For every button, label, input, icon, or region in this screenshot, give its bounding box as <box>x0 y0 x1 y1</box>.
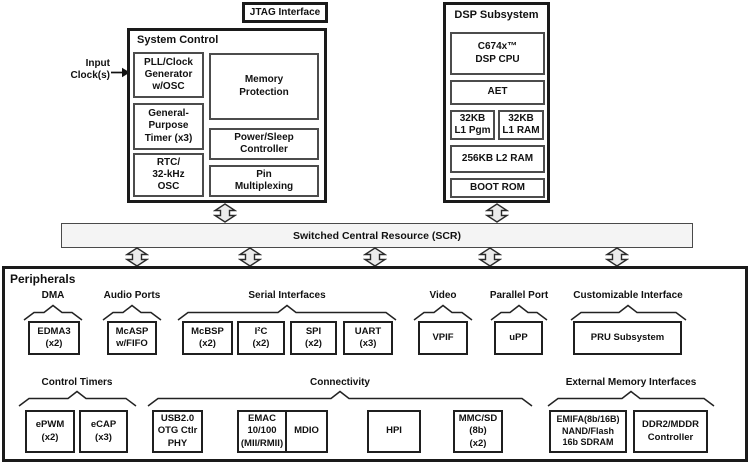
emac-box: EMAC 10/100 (MII/RMII) <box>237 410 287 453</box>
bidir-arrow-icon <box>363 247 387 267</box>
group-label-serial-interfaces: Serial Interfaces <box>248 290 326 301</box>
group-label-dma: DMA <box>41 290 65 301</box>
dsp-cpu-box: C674x™ DSP CPU <box>450 32 545 75</box>
hpi-box: HPI <box>367 410 421 453</box>
ecap-box: eCAP (x3) <box>79 410 128 453</box>
mcbsp-box: McBSP (x2) <box>182 321 233 355</box>
vpif-label: VPIF <box>432 331 454 343</box>
group-label-parallel-port: Parallel Port <box>489 290 549 301</box>
l2-ram-label: 256KB L2 RAM <box>461 152 534 164</box>
group-brace <box>177 304 397 321</box>
upp-box: uPP <box>494 321 543 355</box>
l2-ram-box: 256KB L2 RAM <box>450 145 545 173</box>
hpi-label: HPI <box>386 425 402 437</box>
input-clocks-label: Input Clock(s) <box>70 58 110 81</box>
input-clock-arrow-icon <box>111 67 130 78</box>
vpif-box: VPIF <box>418 321 468 355</box>
spi-label: SPI (x2) <box>305 325 322 349</box>
group-label-video: Video <box>429 290 457 301</box>
l1-pgm-label: 32KB L1 Pgm <box>454 112 491 136</box>
group-label-external-memory-interfaces: External Memory Interfaces <box>565 377 697 388</box>
boot-rom-box: BOOT ROM <box>450 178 545 198</box>
peripherals-box: Peripherals DMA Audio Ports Serial Inter… <box>2 266 748 462</box>
system-control-box: System Control PLL/Clock Generator w/OSC… <box>127 28 327 203</box>
spi-box: SPI (x2) <box>290 321 337 355</box>
peripherals-title: Peripherals <box>10 272 76 286</box>
memory-protection-box: Memory Protection <box>209 53 319 120</box>
aet-box: AET <box>450 80 545 105</box>
group-brace <box>490 304 548 321</box>
boot-rom-label: BOOT ROM <box>470 181 525 193</box>
edma3-box: EDMA3 (x2) <box>28 321 80 355</box>
system-control-title: System Control <box>137 34 219 46</box>
mcasp-label: McASP w/FIFO <box>115 325 149 349</box>
bidir-arrow-icon <box>125 247 149 267</box>
pin-multiplexing-box: Pin Multiplexing <box>209 165 319 197</box>
group-label-audio-ports: Audio Ports <box>103 290 161 301</box>
aet-label: AET <box>487 86 508 98</box>
i2c-label: I²C (x2) <box>252 325 270 349</box>
group-label-connectivity: Connectivity <box>309 377 370 388</box>
mdio-box: MDIO <box>285 410 328 453</box>
scr-label: Switched Central Resource (SCR) <box>292 229 462 242</box>
jtag-interface-label: JTAG Interface <box>249 7 321 18</box>
pll-clock-generator-label: PLL/Clock Generator w/OSC <box>144 56 193 93</box>
power-sleep-controller-box: Power/Sleep Controller <box>209 128 319 160</box>
group-label-control-timers: Control Timers <box>41 377 113 388</box>
mdio-label: MDIO <box>294 425 319 437</box>
pin-multiplexing-label: Pin Multiplexing <box>234 168 294 192</box>
bidir-arrow-icon <box>605 247 629 267</box>
group-brace <box>147 390 533 407</box>
emifa-box: EMIFA(8b/16B) NAND/Flash 16b SDRAM <box>549 410 627 453</box>
bidir-arrow-icon <box>478 247 502 267</box>
bidir-arrow-icon <box>485 203 509 223</box>
pru-subsystem-box: PRU Subsystem <box>573 321 682 355</box>
pll-clock-generator-box: PLL/Clock Generator w/OSC <box>133 52 204 98</box>
power-sleep-controller-label: Power/Sleep Controller <box>234 131 294 155</box>
mmc-sd-label: MMC/SD (8b) (x2) <box>458 413 498 449</box>
usb-otg-label: USB2.0 OTG Ctlr PHY <box>157 413 198 449</box>
jtag-interface-box: JTAG Interface <box>242 2 328 23</box>
mcasp-box: McASP w/FIFO <box>107 321 157 355</box>
usb-otg-box: USB2.0 OTG Ctlr PHY <box>152 410 203 453</box>
dsp-cpu-label: C674x™ DSP CPU <box>475 41 520 65</box>
epwm-label: ePWM (x2) <box>35 419 65 443</box>
general-purpose-timer-label: General- Purpose Timer (x3) <box>144 108 193 144</box>
edma3-label: EDMA3 (x2) <box>37 325 71 349</box>
group-brace <box>570 304 687 321</box>
general-purpose-timer-box: General- Purpose Timer (x3) <box>133 103 204 150</box>
uart-box: UART (x3) <box>343 321 393 355</box>
epwm-box: ePWM (x2) <box>25 410 75 453</box>
rtc-osc-label: RTC/ 32-kHz OSC <box>152 156 185 193</box>
uart-label: UART (x3) <box>354 325 382 349</box>
group-brace <box>18 390 137 407</box>
ecap-label: eCAP (x3) <box>90 419 117 443</box>
ddr2-mddr-box: DDR2/MDDR Controller <box>633 410 708 453</box>
emifa-label: EMIFA(8b/16B) NAND/Flash 16b SDRAM <box>556 414 620 448</box>
bidir-arrow-icon <box>238 247 262 267</box>
memory-protection-label: Memory Protection <box>239 74 289 98</box>
l1-ram-label: 32KB L1 RAM <box>502 112 540 136</box>
l1-ram-box: 32KB L1 RAM <box>498 110 544 140</box>
dsp-subsystem-box: DSP Subsystem C674x™ DSP CPU AET 32KB L1… <box>443 2 550 203</box>
group-brace <box>547 390 715 407</box>
group-brace <box>23 304 83 321</box>
group-brace <box>102 304 162 321</box>
bidir-arrow-icon <box>213 203 237 223</box>
emac-label: EMAC 10/100 (MII/RMII) <box>240 413 284 449</box>
upp-label: uPP <box>509 331 528 343</box>
group-brace <box>413 304 473 321</box>
scr-bus-bar: Switched Central Resource (SCR) <box>61 223 693 248</box>
mmc-sd-box: MMC/SD (8b) (x2) <box>453 410 503 453</box>
l1-pgm-box: 32KB L1 Pgm <box>450 110 495 140</box>
pru-subsystem-label: PRU Subsystem <box>590 331 665 343</box>
rtc-osc-box: RTC/ 32-kHz OSC <box>133 153 204 197</box>
ddr2-mddr-label: DDR2/MDDR Controller <box>642 419 699 443</box>
mcbsp-label: McBSP (x2) <box>191 325 224 349</box>
dsp-subsystem-title: DSP Subsystem <box>454 9 539 21</box>
group-label-customizable-interface: Customizable Interface <box>573 290 683 301</box>
i2c-box: I²C (x2) <box>237 321 285 355</box>
